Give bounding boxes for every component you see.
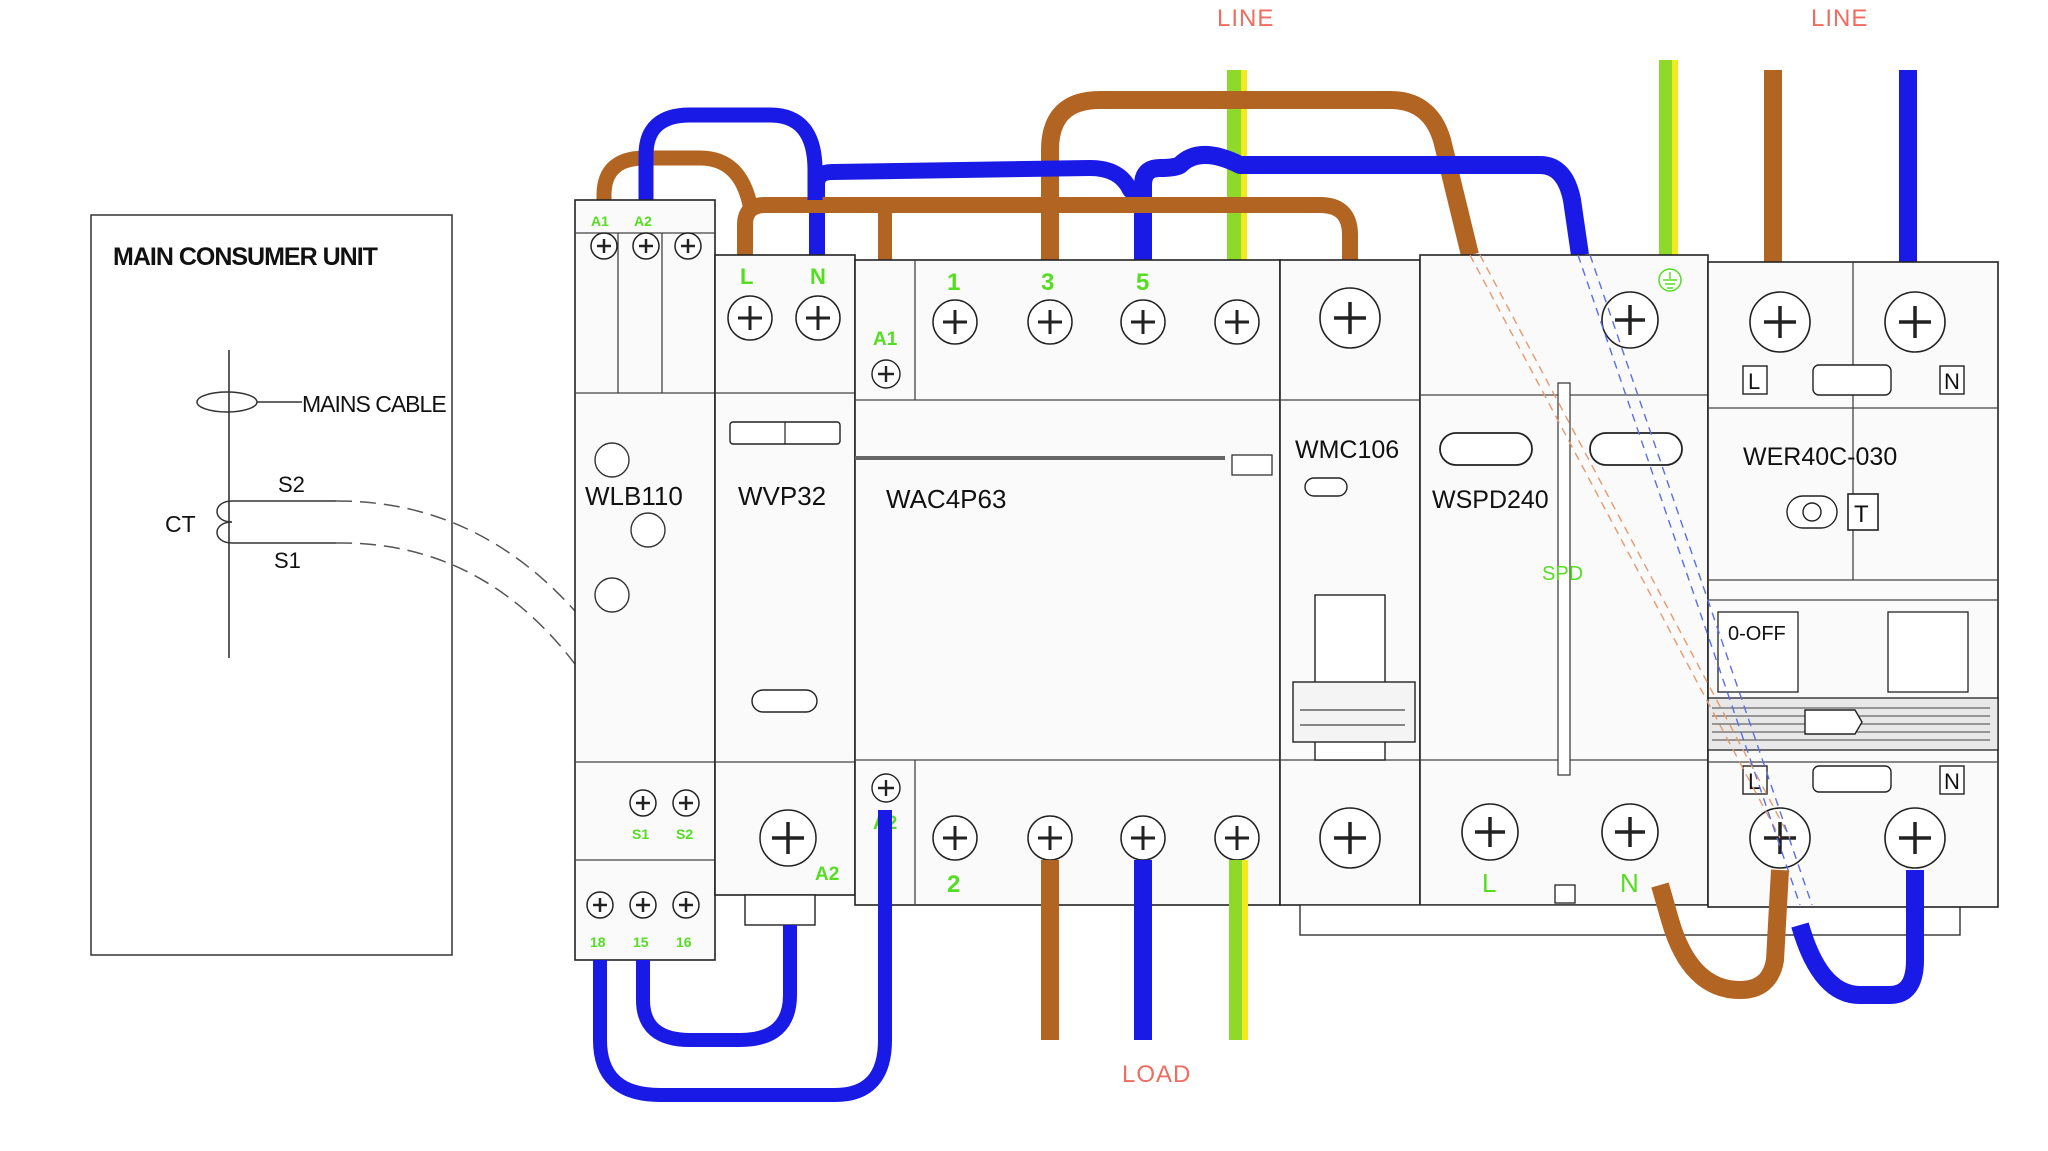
main-consumer-unit: MAIN CONSUMER UNIT MAINS CABLE CT S2 S1 [90,214,453,956]
wac-term-1-label: 1 [947,269,960,296]
blue-wspd-to-wer [1791,870,1924,1004]
blue-wlb15-to-wvp [636,925,797,1047]
wmc106-body [1279,259,1421,906]
wer-mark-n-bottom: N [1944,769,1960,794]
module-wspd240: WSPD240 SPD L N [1419,254,1709,906]
blue-wvp-n-wire [809,160,1148,260]
wlb-term-s2-label: S2 [676,826,693,842]
wer-bottom-window [1812,765,1892,793]
wmc-toggle-lever[interactable] [1292,681,1416,743]
top-wiring [596,60,1917,330]
wvp32-body [714,254,856,896]
wer-switch-label: 0-OFF [1728,623,1786,645]
wlb-led-1-icon [594,442,630,478]
wlb-term-a2-label: A2 [634,213,652,229]
consumer-unit-title: MAIN CONSUMER UNIT [113,243,378,271]
wer-switch-n-frame [1887,611,1969,693]
wspd-spd-label: SPD [1542,563,1583,585]
wer-mark-l-top-box [1742,365,1768,395]
wvp-din-clip [744,894,816,926]
wlb-led-3-icon [594,577,630,613]
wlb-term-18-label: 18 [590,934,606,950]
wer-mark-l-top: L [1748,369,1760,394]
wvp32-name: WVP32 [738,481,826,511]
wer-label-window [1812,364,1892,396]
wspd-window-n [1589,432,1683,466]
wlb-term-a1-label: A1 [591,213,609,229]
wer-mark-l-bottom-box [1742,765,1768,795]
brown-wspd-to-wer [1651,869,1789,999]
wvp-term-n-label: N [810,264,826,289]
wer-mark-n-top: N [1944,369,1960,394]
wac-term-2-label: 2 [947,871,960,898]
wac4p63-name: WAC4P63 [886,484,1006,514]
consumer-unit-box [90,214,453,956]
wlb110-body [574,199,716,961]
wer-mark-n-top-box [1939,365,1965,395]
wac-term-5-label: 5 [1136,269,1149,296]
blue-wlb-a2-loop [638,107,823,225]
blue-wlb18-to-wac-a2 [593,810,892,1102]
wspd-window-l [1439,432,1533,466]
module-wac4p63: A1 A2 1 3 5 WAC4P63 2 4 6 8 [854,259,1281,906]
s1-label: S1 [274,548,301,573]
module-wlb110: A1 A2 WLB110 S1 S2 18 15 16 [574,199,716,961]
wer-toggle-arrow-icon [1804,709,1863,735]
s2-label: S2 [278,472,305,497]
wlb110-name: WLB110 [585,481,683,511]
wspd-term-l-label: L [1482,868,1496,898]
brown-wvp-l-to-wmc [737,197,1358,265]
wlb-term-s1-label: S1 [632,826,649,842]
wer-test-button[interactable] [1847,493,1879,531]
bottom-wiring [593,810,1924,1102]
wlb-term-15-label: 15 [633,934,649,950]
brown-wac3-to-wspd [1041,91,1479,260]
wac-status-window [1231,454,1273,476]
wspd-term-n-label: N [1620,868,1639,898]
brown-wlb-a1-loop [596,150,758,225]
wac4p63-body [854,259,1281,906]
wac-term-3-label: 3 [1041,269,1054,296]
ct-coil [216,500,233,544]
wlb-term-16-label: 16 [676,934,692,950]
module-wmc106: WMC106 [1279,259,1421,906]
blue-wac5-to-wspd [1134,146,1589,260]
wmc106-name: WMC106 [1295,436,1399,464]
wer-test-label: T [1854,501,1869,528]
wer-switch-l-frame [1717,611,1799,693]
load-label: LOAD [1122,1061,1191,1088]
module-wvp32: L N WVP32 A2 [714,254,856,926]
hidden-brown-path [1469,254,1781,839]
wspd-din-clip [1554,884,1576,904]
hidden-blue-path [1577,254,1801,906]
ct-label: CT [165,511,196,537]
module-wer40c-030: L N WER40C-030 T 0-OFF L N [1707,261,1999,908]
wer40c-name: WER40C-030 [1743,443,1897,471]
mains-cable-label: MAINS CABLE [302,391,446,417]
din-rail [1299,904,1961,936]
wvp-term-l-label: L [740,264,753,289]
wspd240-name: WSPD240 [1432,486,1549,514]
wer-mark-n-bottom-box [1939,765,1965,795]
wac-coil-a1-label: A1 [873,329,898,350]
wvp-slot-icon [751,689,818,713]
wlb-led-2-icon [630,512,666,548]
line-label-right: LINE [1811,5,1868,32]
wvp-term-a2-label: A2 [815,864,839,885]
line-label-left: LINE [1217,5,1274,32]
wmc-indicator-icon [1304,477,1348,497]
